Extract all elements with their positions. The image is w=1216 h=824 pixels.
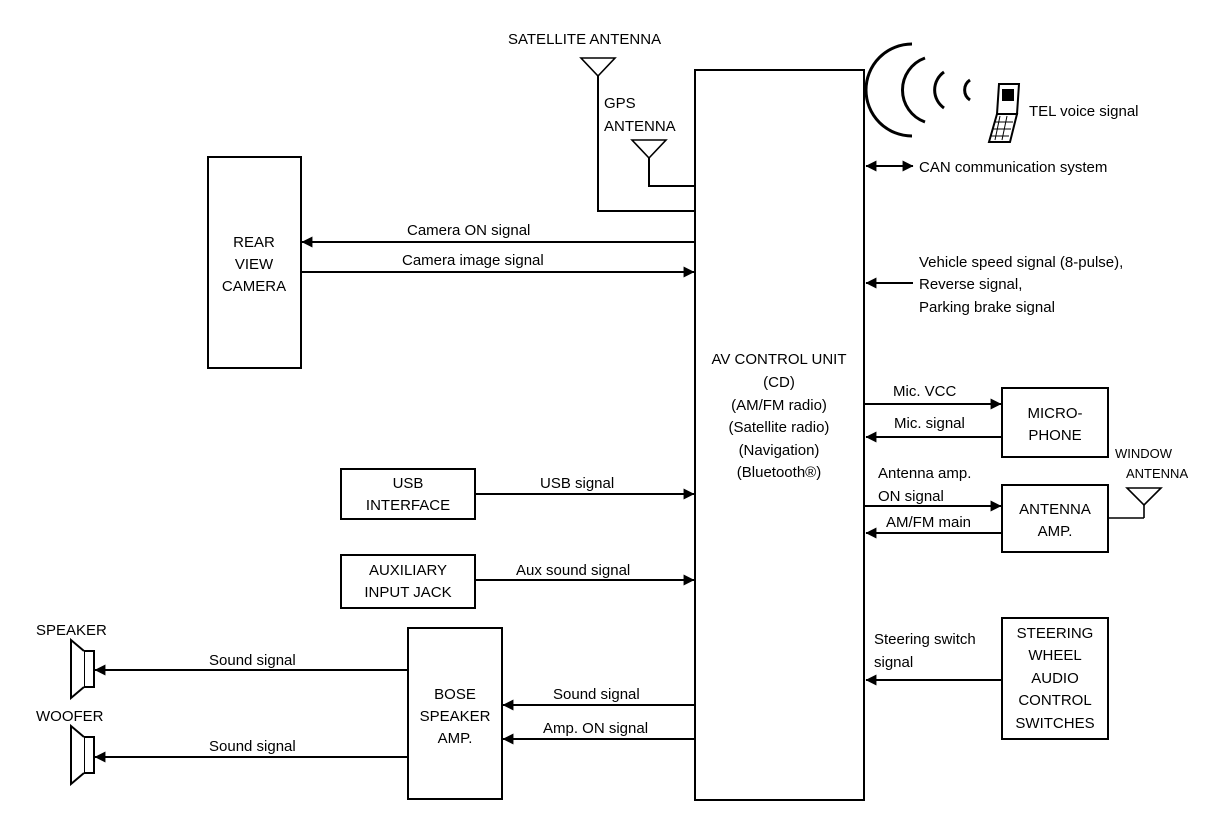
svg-text:GPS: GPS: [604, 95, 636, 112]
speaker: SPEAKER Sound signal: [36, 622, 408, 701]
camera-on-signal: Camera ON signal: [301, 222, 695, 248]
svg-text:AV CONTROL UNIT: AV CONTROL UNIT: [711, 351, 846, 368]
speaker-icon: [70, 637, 95, 701]
svg-text:Parking brake signal: Parking brake signal: [919, 299, 1055, 316]
woofer-icon: [70, 723, 95, 787]
can-communication: CAN communication system: [865, 159, 1107, 176]
svg-text:VIEW: VIEW: [235, 256, 274, 273]
svg-text:Steering switch: Steering switch: [874, 631, 976, 648]
usb-signal: USB signal: [475, 475, 695, 500]
svg-text:Sound signal: Sound signal: [209, 738, 296, 755]
svg-text:USB: USB: [393, 475, 424, 492]
svg-text:WOOFER: WOOFER: [36, 708, 104, 725]
svg-text:REAR: REAR: [233, 234, 275, 251]
svg-text:signal: signal: [874, 654, 913, 671]
svg-text:SPEAKER: SPEAKER: [420, 708, 491, 725]
svg-text:Antenna amp.: Antenna amp.: [878, 465, 971, 482]
svg-text:CAMERA: CAMERA: [222, 278, 286, 295]
amp-on-signal: Amp. ON signal: [502, 720, 695, 745]
svg-text:SWITCHES: SWITCHES: [1015, 715, 1094, 732]
svg-text:AUDIO: AUDIO: [1031, 670, 1079, 687]
svg-text:Amp. ON signal: Amp. ON signal: [543, 720, 648, 737]
svg-text:AUXILIARY: AUXILIARY: [369, 562, 447, 579]
aux-sound-signal: Aux sound signal: [475, 562, 695, 586]
svg-text:ANTENNA: ANTENNA: [1126, 466, 1188, 481]
svg-text:ANTENNA: ANTENNA: [1019, 501, 1091, 518]
mic-vcc: Mic. VCC: [864, 383, 1002, 410]
svg-text:INTERFACE: INTERFACE: [366, 497, 450, 514]
svg-text:SATELLITE ANTENNA: SATELLITE ANTENNA: [508, 31, 661, 48]
vehicle-inputs: Vehicle speed signal (8-pulse), Reverse …: [865, 254, 1123, 316]
steering-wheel-audio-control-switches: STEERING WHEEL AUDIO CONTROL SWITCHES: [1001, 617, 1109, 740]
svg-text:STEERING: STEERING: [1017, 625, 1094, 642]
svg-text:Sound signal: Sound signal: [553, 686, 640, 703]
svg-text:Mic. signal: Mic. signal: [894, 415, 965, 432]
svg-text:AM/FM main: AM/FM main: [886, 514, 971, 531]
svg-text:Vehicle speed signal (8-pulse): Vehicle speed signal (8-pulse),: [919, 254, 1123, 271]
av-control-unit: AV CONTROL UNIT (CD) (AM/FM radio) (Sate…: [694, 69, 865, 801]
svg-text:(Navigation): (Navigation): [739, 442, 820, 459]
svg-text:MICRO-: MICRO-: [1028, 405, 1083, 422]
bose-speaker-amp: BOSE SPEAKER AMP.: [407, 627, 503, 800]
svg-text:SPEAKER: SPEAKER: [36, 622, 107, 639]
svg-text:AMP.: AMP.: [438, 730, 473, 747]
svg-text:WHEEL: WHEEL: [1028, 647, 1081, 664]
svg-text:USB signal: USB signal: [540, 475, 614, 492]
svg-text:CONTROL: CONTROL: [1018, 692, 1091, 709]
antenna-amp-on-signal: Antenna amp. ON signal: [864, 465, 1002, 512]
svg-text:PHONE: PHONE: [1028, 427, 1081, 444]
gps-antenna: GPS ANTENNA: [604, 95, 695, 187]
sound-signal-to-amp: Sound signal: [502, 686, 695, 711]
svg-text:CAN communication system: CAN communication system: [919, 159, 1107, 176]
svg-text:(AM/FM radio): (AM/FM radio): [731, 397, 827, 414]
svg-text:Camera image signal: Camera image signal: [402, 252, 544, 269]
svg-text:ANTENNA: ANTENNA: [604, 118, 676, 135]
am-fm-main: AM/FM main: [865, 514, 1002, 539]
radio-wave-icon: [864, 42, 971, 138]
svg-text:(CD): (CD): [763, 374, 795, 391]
mic-signal: Mic. signal: [865, 415, 1002, 443]
window-antenna: WINDOW ANTENNA: [1108, 446, 1188, 519]
woofer: WOOFER Sound signal: [36, 708, 408, 787]
svg-text:Sound signal: Sound signal: [209, 652, 296, 669]
mobile-phone-icon: [987, 83, 1021, 143]
antenna-amp: ANTENNA AMP.: [1001, 484, 1109, 553]
svg-text:Camera ON signal: Camera ON signal: [407, 222, 530, 239]
camera-image-signal: Camera image signal: [301, 252, 695, 278]
svg-text:INPUT JACK: INPUT JACK: [364, 584, 451, 601]
svg-text:(Bluetooth®): (Bluetooth®): [737, 464, 821, 481]
svg-text:TEL voice signal: TEL voice signal: [1029, 103, 1139, 120]
microphone: MICRO- PHONE: [1001, 387, 1109, 458]
usb-interface: USB INTERFACE: [340, 468, 476, 520]
svg-text:ON signal: ON signal: [878, 488, 944, 505]
svg-text:Aux sound signal: Aux sound signal: [516, 562, 630, 579]
svg-text:WINDOW: WINDOW: [1115, 446, 1173, 461]
steering-switch-signal: Steering switch signal: [865, 631, 1002, 686]
tel-voice: TEL voice signal: [864, 42, 1139, 143]
svg-text:Reverse signal,: Reverse signal,: [919, 276, 1022, 293]
svg-text:Mic. VCC: Mic. VCC: [893, 383, 957, 400]
auxiliary-input-jack: AUXILIARY INPUT JACK: [340, 554, 476, 609]
svg-text:AMP.: AMP.: [1038, 523, 1073, 540]
rear-view-camera: REAR VIEW CAMERA: [207, 156, 302, 369]
satellite-antenna: SATELLITE ANTENNA: [508, 31, 695, 212]
svg-text:(Satellite radio): (Satellite radio): [729, 419, 830, 436]
svg-text:BOSE: BOSE: [434, 686, 476, 703]
